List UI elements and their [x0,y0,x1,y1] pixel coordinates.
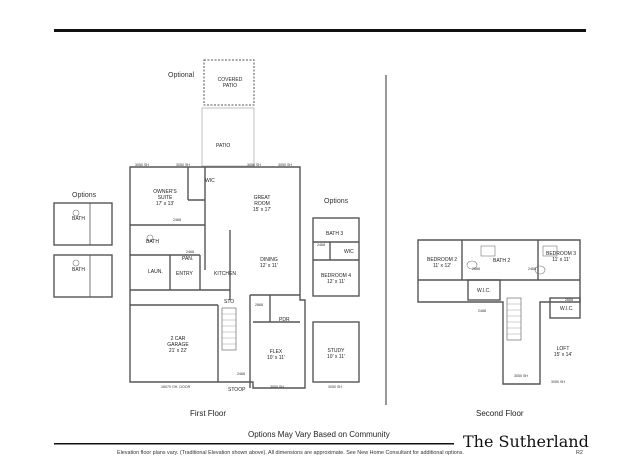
dim-tag: 2468 [237,372,245,376]
dim-tag: 3050 SH [514,374,528,378]
upper-wic-b-label: W.I.C. [560,306,574,312]
wic-label: WIC [205,178,215,184]
storage-label: STO [224,299,235,305]
bedroom4-label: BEDROOM 4 12' x 11' [320,273,351,285]
dim-tag: 3050 SH [135,163,149,167]
option-bath-b [53,254,113,298]
option-bath-b-label: BATH [72,267,85,273]
powder-room-label: PDR [279,317,290,323]
entry-label: ENTRY [176,271,193,277]
dim-tag: 2468 [173,218,181,222]
dim-tag: 2468 [528,267,536,271]
garage-door-label: 16070 OH. DOOR [161,385,191,389]
first-floor-exterior [129,166,306,389]
upper-wic-a-label: W.I.C. [477,288,491,294]
dim-tag: 2468 [186,250,194,254]
option-study [312,321,360,383]
flex-label: FLEX 10' x 11' [267,349,285,361]
dim-tag: 2868 [255,303,263,307]
kitchen-label: KITCHEN [214,271,236,277]
options-note: Options May Vary Based on Community [248,430,390,439]
dim-tag: 2468 [478,309,486,313]
dining-label: DINING 12' x 11' [260,257,278,269]
dim-tag: 2468 [317,243,325,247]
dim-tag: 3050 SH [278,163,292,167]
great-room-label: GREAT ROOM 15' x 17' [252,195,272,213]
owners-suite-label: OWNER'S SUITE 17' x 13' [153,189,177,207]
first-floor-label: First Floor [190,409,226,418]
bath-label: BATH [146,239,159,245]
option-bedroom4 [312,217,360,297]
dim-tag: 2668 [565,298,573,302]
dim-tag: 3050 SH [270,385,284,389]
laundry-label: LAUN. [148,269,163,275]
options-right-label: Options [324,198,349,205]
brand-title: The Sutherland [463,432,589,451]
covered-patio-outline [203,59,255,106]
bath3-label: BATH 3 [326,231,344,237]
covered-patio-label: COVERED PATIO [217,77,243,89]
bedroom3-label: BEDROOM 3 11' x 11' [545,251,576,263]
dim-tag: 2668 [472,267,480,271]
dim-tag: 3050 SH [551,380,565,384]
dim-tag: 3050 SH [328,385,342,389]
patio-label: PATIO [216,143,231,149]
disclaimer: Elevation floor plans vary. (Traditional… [117,450,464,456]
option-wic-label: WIC [344,249,354,255]
dim-tag: 3050 SH [247,163,261,167]
garage-label: 2 CAR GARAGE 21' x 22' [167,336,189,354]
upper-wic-a [467,279,501,301]
top-rule [54,29,586,32]
revision: R2 [576,450,583,456]
option-bath-a-label: BATH [72,216,85,222]
bath2-label: BATH 2 [493,258,511,264]
second-floor-exterior [417,239,581,385]
second-floor-label: Second Floor [476,409,524,418]
loft-label: LOFT 15' x 14' [553,346,573,358]
bedroom2-label: BEDROOM 2 11' x 12' [426,257,457,269]
options-left-label: Options [72,192,97,199]
study-label: STUDY 10' x 11' [327,348,345,360]
optional-label: Optional [168,72,195,79]
stoop-label: STOOP [228,387,246,393]
patio-outline [201,107,255,167]
pantry-label: PAN. [182,256,194,262]
bottom-rule [54,443,454,445]
dim-tag: 3050 SH [176,163,190,167]
upper-wic-b [549,297,581,319]
option-bath-a [53,202,113,246]
